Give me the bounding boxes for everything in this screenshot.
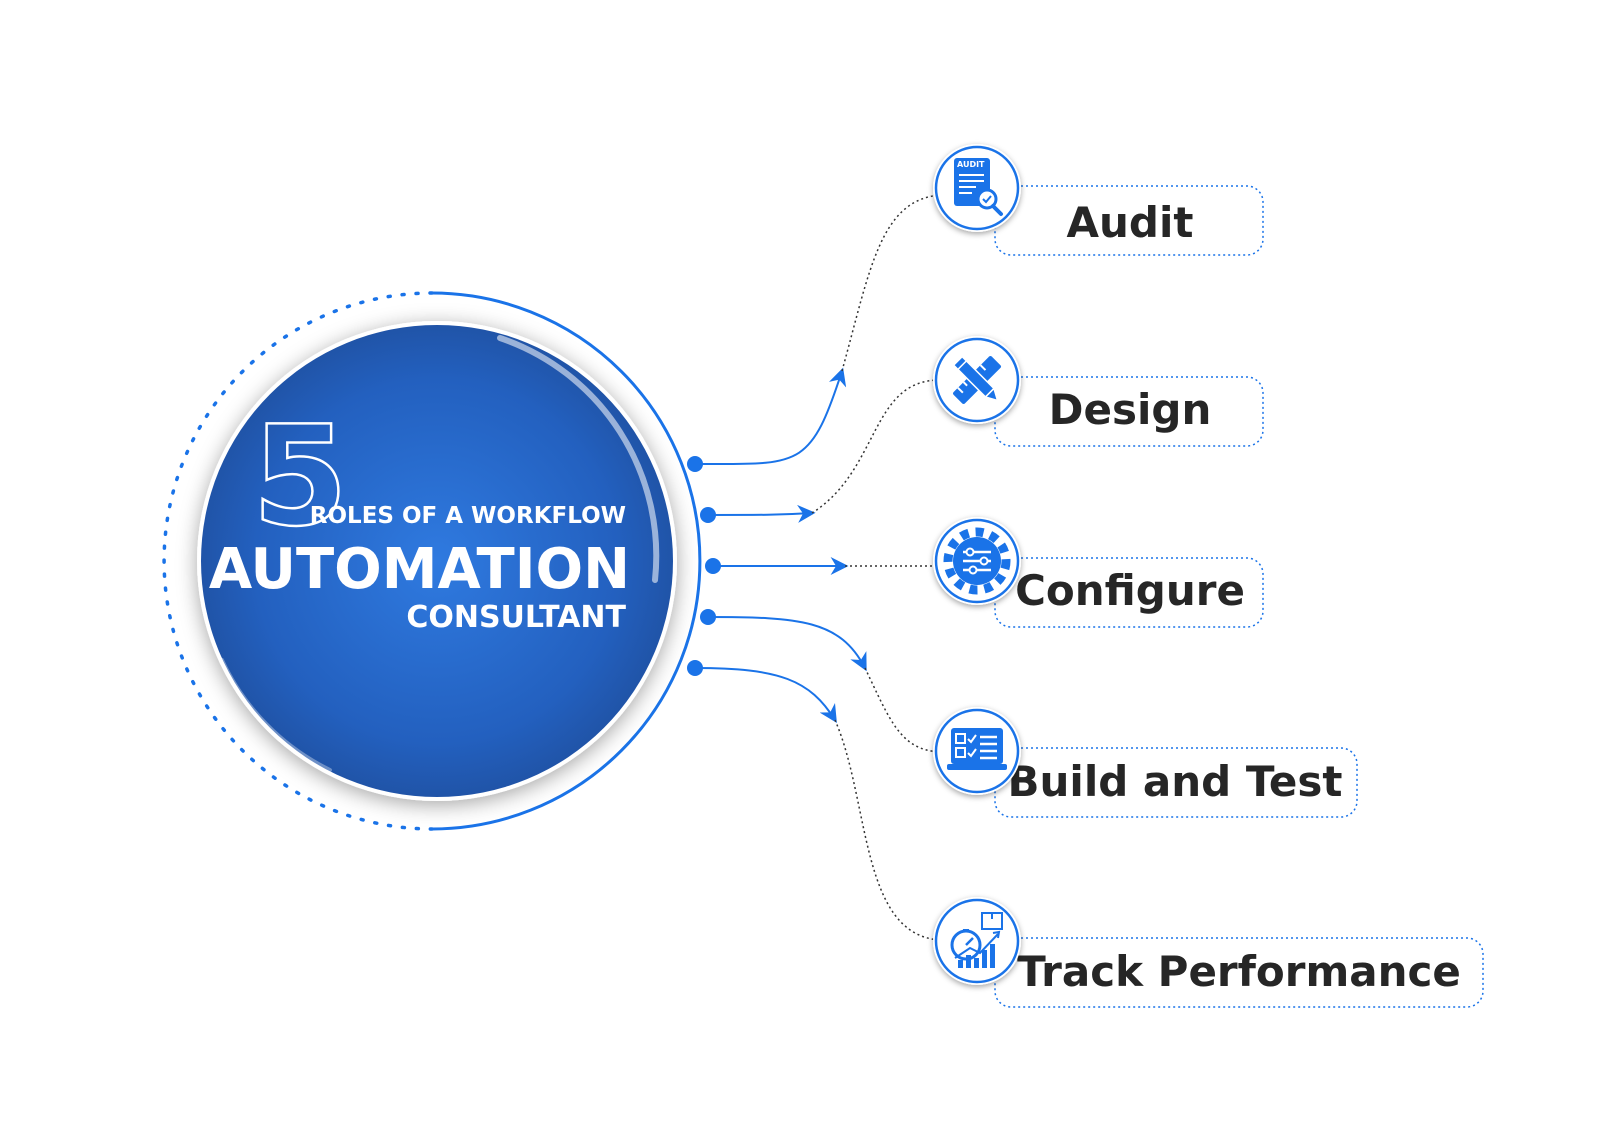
role-audit-box xyxy=(994,185,1264,256)
connector-4-build-and-test xyxy=(700,609,941,753)
role-audit-label: Audit xyxy=(1067,198,1194,247)
role-design: Design xyxy=(933,336,1264,447)
pencil-ruler-icon xyxy=(933,336,1021,424)
role-audit: Audit AUDIT xyxy=(933,144,1264,256)
role-track-performance-label: Track Performance xyxy=(1017,947,1461,996)
role-build-and-test-label: Build and Test xyxy=(1008,757,1343,806)
connector-3-configure xyxy=(705,557,940,575)
audit-document-icon: AUDIT xyxy=(933,144,1021,232)
hub-number: 5 xyxy=(252,396,348,557)
role-track-performance: Track Performance xyxy=(933,897,1484,1008)
connector-2-design xyxy=(700,379,941,523)
role-track-performance-box xyxy=(994,937,1484,1008)
gauge-chart-icon xyxy=(933,897,1021,985)
gear-sliders-icon xyxy=(933,517,1021,605)
audit-badge-text: AUDIT xyxy=(957,160,985,169)
connector-1-audit xyxy=(687,194,941,472)
role-configure: Configure xyxy=(933,517,1264,628)
hub-title-line1: ROLES OF A WORKFLOW xyxy=(310,503,626,529)
hub-title-line2: AUTOMATION xyxy=(209,537,630,602)
role-build-and-test: Build and Test xyxy=(933,707,1358,818)
connector-5-track-performance xyxy=(687,660,941,941)
hub-title-line3: CONSULTANT xyxy=(406,600,626,635)
role-configure-label: Configure xyxy=(1015,566,1245,615)
laptop-checklist-icon xyxy=(933,707,1021,795)
role-design-box xyxy=(994,376,1264,447)
role-design-label: Design xyxy=(1049,385,1212,434)
hub-circle xyxy=(197,321,677,801)
hub-outer-ring xyxy=(162,291,702,831)
role-configure-box xyxy=(994,557,1264,628)
